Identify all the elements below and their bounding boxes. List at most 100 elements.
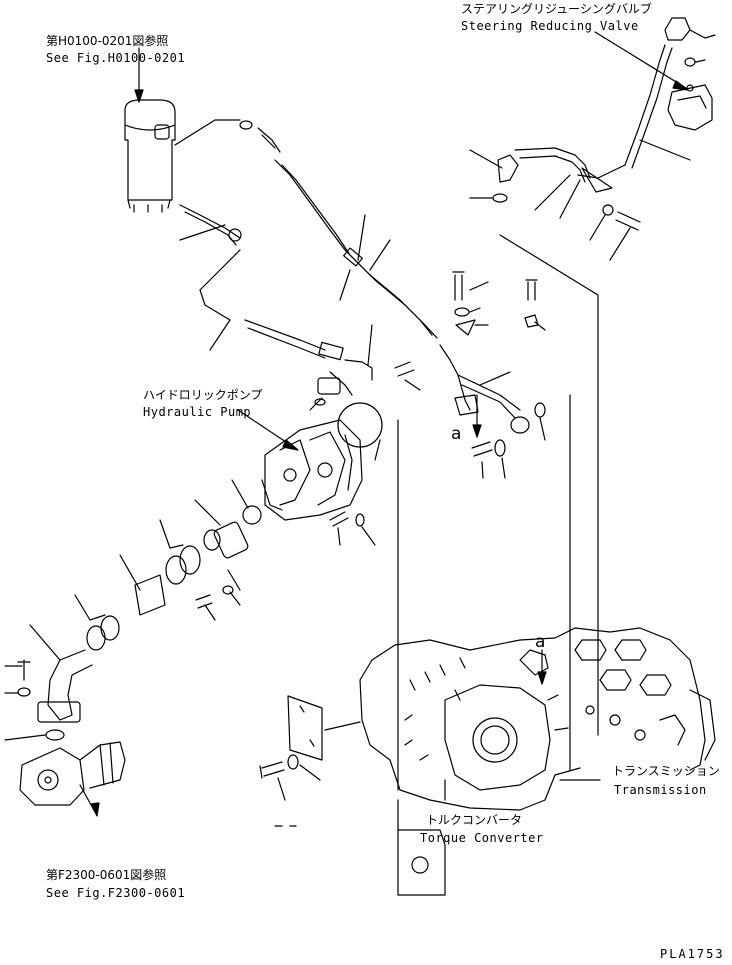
washer-4 — [17, 687, 31, 697]
o-ring-1 — [239, 120, 253, 130]
leader-clamps-2 — [74, 594, 106, 621]
steering-pipe-lower — [577, 164, 626, 179]
hose-lower — [199, 249, 241, 321]
o-ring-6 — [492, 193, 508, 203]
ref-f2300-label-jp: 第F2300-0601図参照 — [46, 868, 167, 882]
leader-arrow-filter — [134, 89, 144, 103]
washer-8 — [494, 439, 506, 457]
pipe-to-valve — [514, 147, 591, 183]
o-ring-5 — [684, 57, 696, 67]
leader-bolt-6 — [469, 281, 489, 291]
gasket-2 — [45, 729, 65, 741]
bolt-8 — [471, 441, 493, 457]
bracket-line-right — [499, 234, 599, 736]
leader-tube-bend — [479, 371, 511, 386]
ref-h0100-label-en: See Fig.H0100-0201 — [46, 51, 186, 65]
leader-steering-pipe — [639, 139, 691, 161]
bolt-3 — [195, 594, 213, 609]
hose-fitting — [318, 341, 344, 361]
drawing-code: PLA1753 — [660, 947, 725, 961]
cover-plate — [287, 695, 323, 761]
leader-o-ring-5 — [695, 59, 706, 63]
leader-hose-lower — [179, 224, 231, 351]
clamp-3 — [100, 615, 120, 641]
valve-fitting-top — [664, 17, 691, 41]
leader-bolt-8 — [481, 457, 506, 479]
o-ring-3 — [242, 505, 262, 525]
transmission-label-jp: トランスミッション — [612, 764, 720, 778]
leader-arrow-pump — [282, 439, 299, 451]
leader-bolt-4 — [4, 665, 23, 694]
leader-gasket — [374, 439, 381, 461]
bolt-5 — [615, 211, 641, 231]
leader-flange — [194, 499, 221, 526]
washer-9 — [287, 754, 299, 770]
mark-a-upper: a — [451, 424, 462, 444]
leader-bolt-3 — [204, 569, 241, 621]
transmission-label-en: Transmission — [614, 783, 707, 797]
leader-o-ring-3 — [231, 479, 249, 509]
torque-converter-block — [397, 829, 446, 896]
leader-pipe-to-valve — [534, 174, 581, 219]
elbow-fitting — [257, 127, 281, 153]
leader-arrow-steering — [672, 80, 689, 91]
hose-upper-edge — [281, 164, 438, 339]
leader-gasket-2 — [4, 734, 46, 741]
pump-elbow — [329, 359, 373, 396]
bolt-1 — [394, 361, 415, 377]
tube-bracket — [454, 394, 479, 416]
leader-washer-6 — [469, 307, 481, 313]
suction-hose-short — [134, 574, 166, 616]
fitting-2 — [228, 228, 242, 242]
bolt-9 — [259, 761, 285, 779]
steering-valve-label-en: Steering Reducing Valve — [461, 19, 639, 33]
ref-f2300-label-en: See Fig.F2300-0601 — [46, 886, 186, 900]
leader-bolt-2 — [337, 526, 376, 546]
ref-h0100-label-jp: 第H0100-0201図参照 — [46, 34, 169, 48]
hose-lower-body — [244, 319, 326, 351]
suction-elbow — [47, 649, 93, 721]
steering-reducing-valve — [667, 84, 713, 131]
leader-hose-short — [119, 554, 141, 591]
leader-elbow — [367, 324, 373, 366]
leader-steering — [594, 31, 687, 89]
clamp-2 — [165, 555, 187, 585]
leader-cover-plate — [324, 721, 361, 731]
leader-bolt-1 — [404, 379, 421, 391]
arrow-head-a-upper — [472, 424, 482, 438]
clamp-4 — [86, 625, 106, 651]
suction-strainer — [19, 741, 126, 806]
steering-pipe — [624, 44, 673, 169]
tube-down — [439, 344, 471, 411]
leader-bolt-5 — [589, 214, 631, 261]
leader-elbow-2 — [29, 624, 61, 661]
bolt-4 — [17, 659, 31, 681]
leader-elbow-fitting-2 — [469, 149, 503, 169]
torque-converter-label-en: Torque Converter — [420, 831, 544, 845]
washer-5 — [602, 204, 614, 216]
clip-2 — [524, 314, 539, 328]
mark-a-lower: a — [535, 632, 546, 652]
suction-flange — [213, 521, 249, 559]
o-ring-7 — [534, 402, 546, 418]
washer-6 — [454, 307, 470, 317]
leader-o-ring-2 — [309, 397, 323, 411]
clamp-1 — [179, 545, 201, 575]
o-ring-4 — [203, 529, 221, 551]
clip-1 — [455, 319, 476, 336]
pump-flange — [317, 377, 341, 395]
elbow-fitting-2 — [497, 154, 519, 183]
filter-outlet-line — [174, 119, 241, 146]
pump-label-jp: ハイドロリックポンプ — [143, 388, 263, 402]
pipe-bracket — [581, 167, 613, 193]
leader-o-ring-7 — [539, 417, 546, 441]
leader-clamps-1 — [159, 519, 184, 549]
arrow-head-a-lower — [537, 671, 547, 685]
hydraulic-pump — [261, 419, 363, 521]
leader-arrow-strainer — [90, 802, 100, 817]
bolt-7 — [525, 279, 538, 301]
o-ring-2 — [314, 398, 326, 406]
leader-valve-top — [689, 29, 716, 39]
